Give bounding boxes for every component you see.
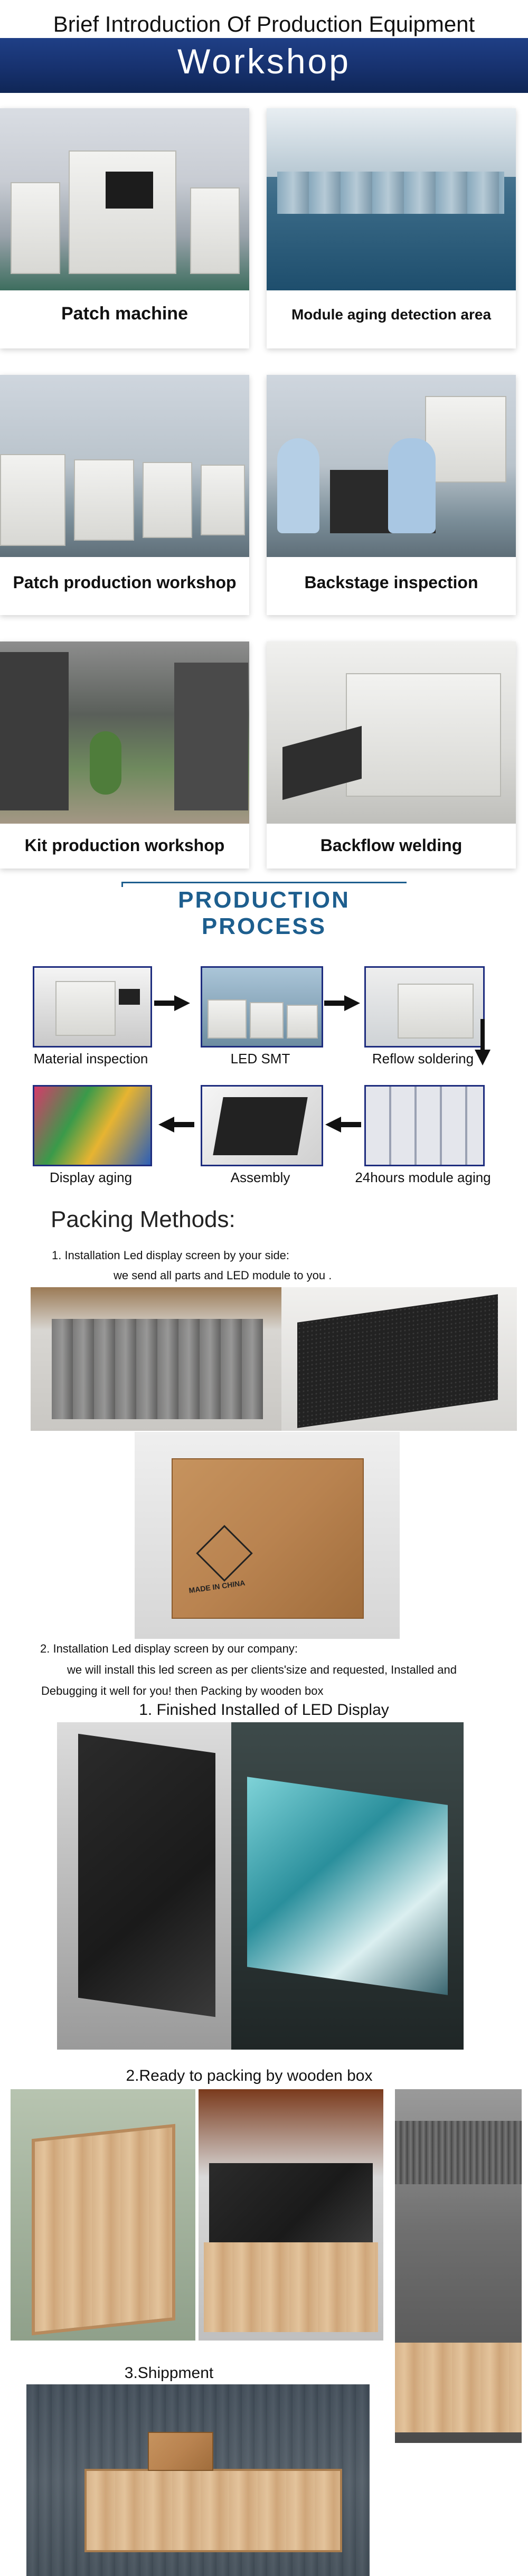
method2-heading: 2. Installation Led display screen by ou… (40, 1642, 298, 1655)
process-title: PRODUCTION PROCESS (121, 887, 407, 940)
workshop-caption-5: Kit production workshop (24, 836, 225, 855)
workshop-caption-4: Backstage inspection (304, 573, 478, 592)
arrow-left-1-shaft (173, 1122, 194, 1127)
led-module-photo (281, 1287, 517, 1431)
workshop-card-module-aging: Module aging detection area (267, 108, 516, 348)
led-modules-wrapped-photo (31, 1287, 281, 1431)
installed-display-back-photo (57, 1722, 231, 2050)
step-label-1: Material inspection (33, 1051, 148, 1067)
step-label-3: Reflow soldering (372, 1051, 474, 1067)
step-display-aging-image (33, 1085, 152, 1166)
arrow-down-shaft (480, 1019, 485, 1051)
workshop-caption-3: Patch production workshop (13, 573, 237, 592)
shipment-photo (26, 2384, 370, 2576)
patch-machine-photo (0, 108, 249, 290)
banner-title: Workshop (177, 42, 351, 81)
step-label-4: Display aging (49, 1169, 133, 1185)
arrow-left-1 (158, 1117, 174, 1133)
backstage-photo (267, 375, 516, 557)
patch-production-photo (0, 375, 249, 557)
kit-production-photo (0, 641, 249, 824)
workshop-card-kit-production: Kit production workshop (0, 641, 249, 869)
step1-heading: 1. Finished Installed of LED Display (139, 1701, 389, 1719)
step-label-2: LED SMT (230, 1051, 290, 1067)
process-top-line (121, 882, 407, 883)
step-assembly-image (201, 1085, 323, 1166)
workshop-banner (0, 38, 528, 93)
step-reflow-soldering-image (364, 966, 485, 1048)
step-material-inspection-image (33, 966, 152, 1048)
shipping-carton (148, 2432, 213, 2471)
arrow-right-2-shaft (324, 1001, 345, 1006)
box-label: MADE IN CHINA (188, 1578, 246, 1595)
packing-title: Packing Methods: (51, 1206, 235, 1232)
wood-crate-panel-photo (199, 2089, 383, 2341)
workshop-card-backstage: Backstage inspection (267, 375, 516, 615)
box-diamond-icon (196, 1525, 253, 1582)
workshop-card-patch-machine: Patch machine (0, 108, 249, 348)
wood-crate-open-photo (11, 2089, 195, 2341)
step-led-smt-image (201, 966, 323, 1048)
carton-box: MADE IN CHINA (172, 1458, 364, 1619)
workshop-caption-1: Patch machine (61, 304, 188, 324)
intro-title: Brief Introduction Of Production Equipme… (53, 12, 475, 36)
arrow-right-1 (174, 995, 190, 1011)
arrow-left-2-shaft (340, 1122, 361, 1127)
method2-text-line2: Debugging it well for you! then Packing … (41, 1684, 324, 1697)
method1-heading: 1. Installation Led display screen by yo… (52, 1249, 290, 1262)
step-label-5: Assembly (230, 1169, 290, 1185)
module-aging-photo (267, 108, 516, 290)
arrow-right-1-shaft (154, 1001, 175, 1006)
arrow-down (475, 1050, 491, 1065)
workshop-card-patch-production: Patch production workshop (0, 375, 249, 615)
shipping-crate (84, 2469, 342, 2552)
backflow-photo (267, 641, 516, 824)
step3-heading: 3.Shippment (124, 2364, 214, 2382)
step2-heading: 2.Ready to packing by wooden box (126, 2067, 373, 2084)
method1-text: we send all parts and LED module to you … (114, 1269, 332, 1282)
carton-box-photo: MADE IN CHINA (135, 1432, 400, 1639)
installed-display-front-photo (231, 1722, 464, 2050)
step-module-aging-image (364, 1085, 485, 1166)
workshop-card-backflow: Backflow welding (267, 641, 516, 869)
arrow-right-2 (344, 995, 360, 1011)
workshop-caption-6: Backflow welding (320, 836, 463, 855)
wood-crate-stack-photo (395, 2089, 522, 2443)
step-label-6: 24hours module aging (355, 1169, 491, 1185)
workshop-caption-2: Module aging detection area (291, 306, 492, 323)
method2-text-line1: we will install this led screen as per c… (67, 1663, 457, 1676)
arrow-left-2 (325, 1117, 341, 1133)
